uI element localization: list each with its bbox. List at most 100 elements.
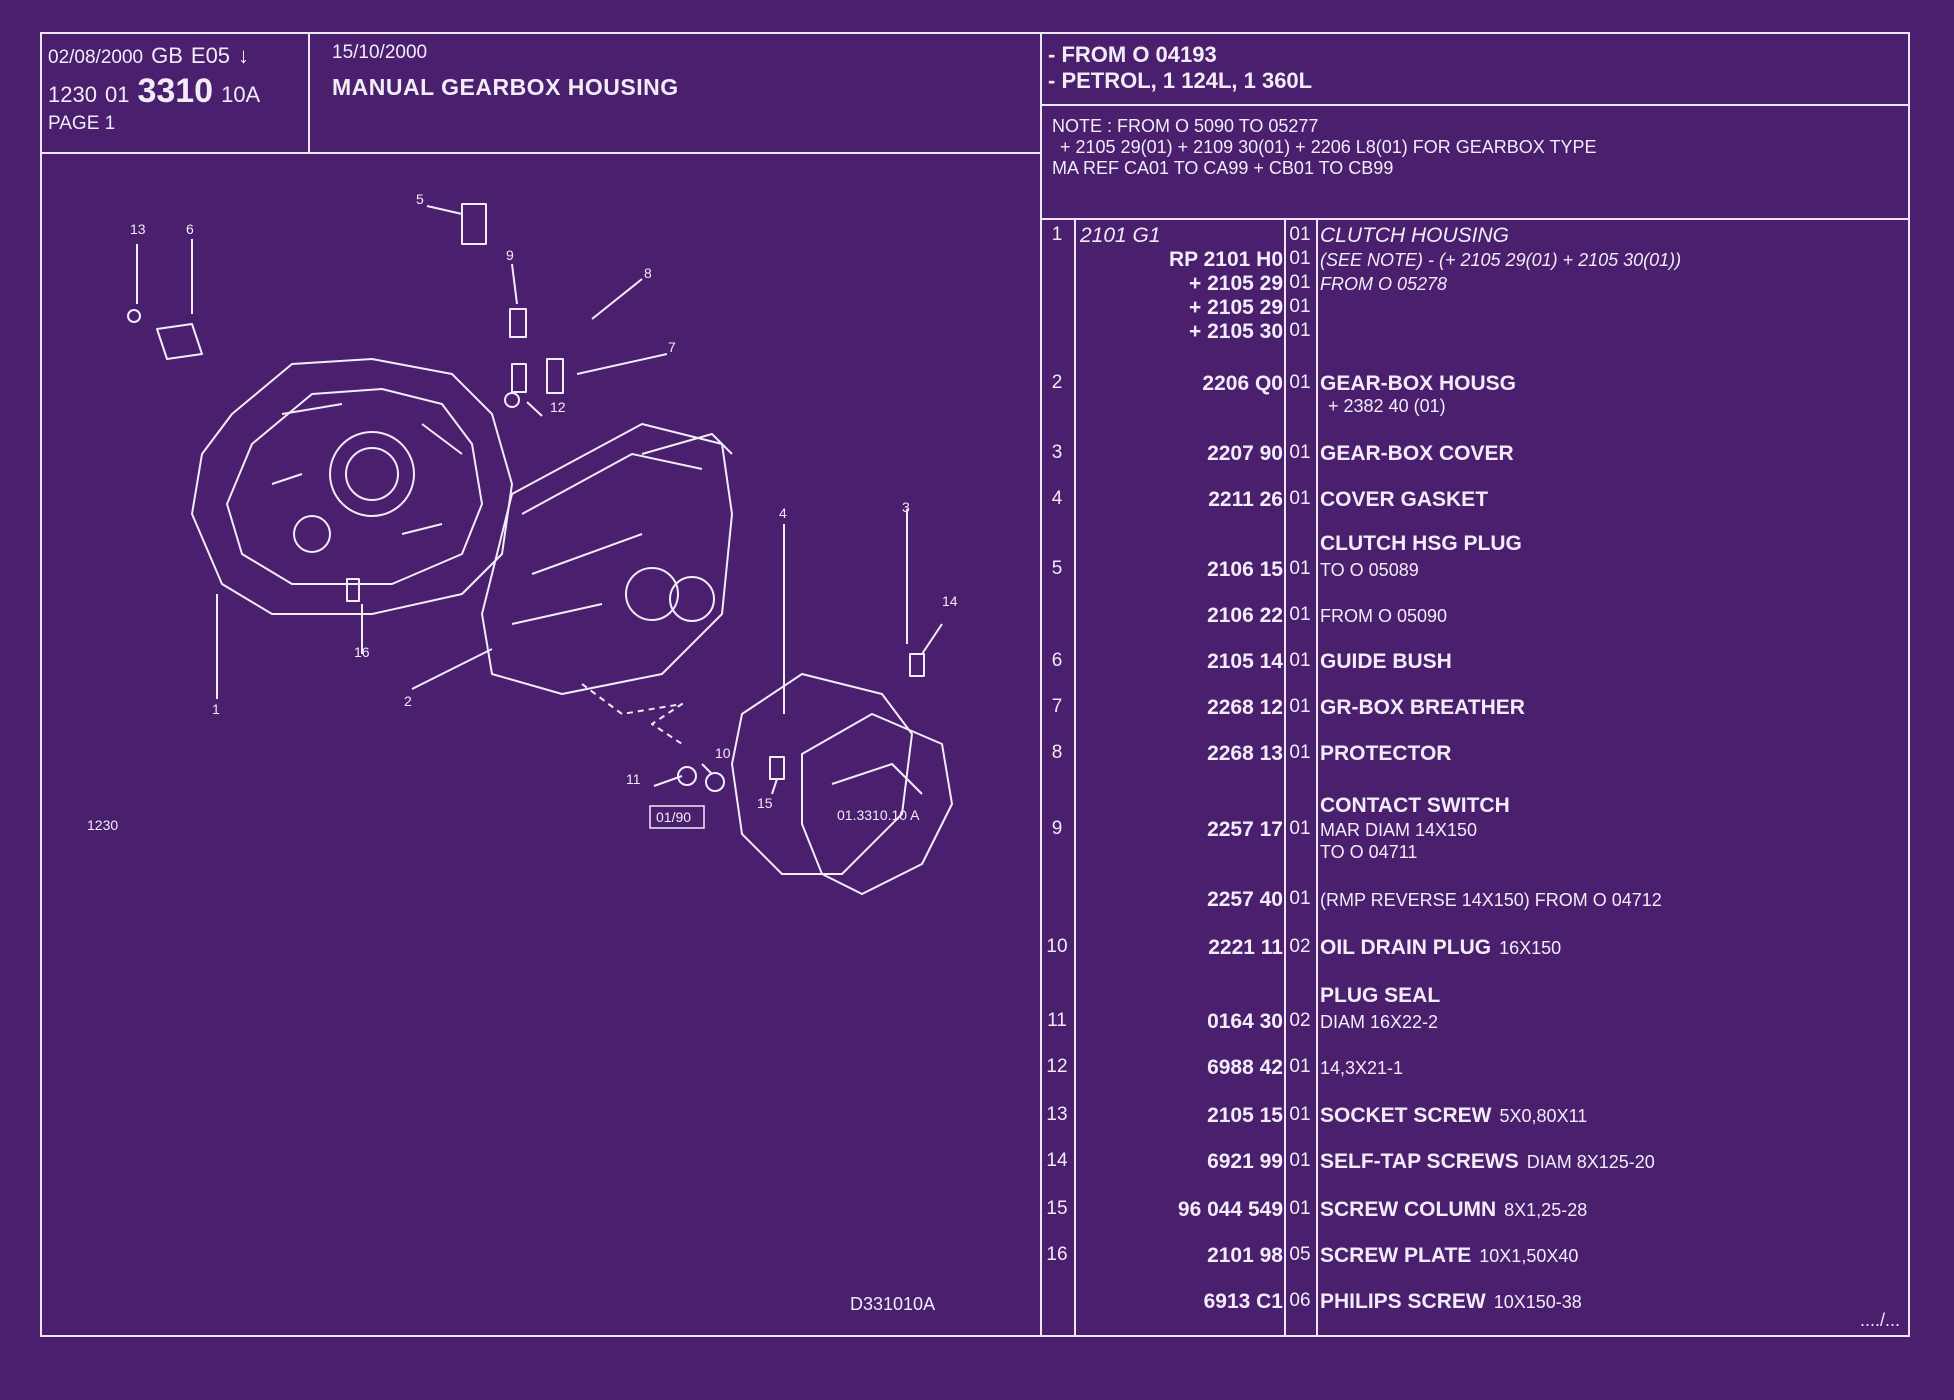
part-detail-2: TO O 04711	[1320, 842, 1418, 862]
quantity: 01	[1289, 604, 1311, 625]
page-number: PAGE 1	[48, 113, 116, 135]
part-name: GEAR-BOX COVER	[1320, 442, 1514, 465]
header-title-block: 15/10/2000 MANUAL GEARBOX HOUSING	[310, 34, 1040, 152]
callout-3: 3	[902, 499, 910, 515]
part-description: CLUTCH HSG PLUG	[1320, 532, 1522, 556]
part-reference: 2101 G1	[1080, 224, 1161, 247]
quantity: 01	[1289, 888, 1311, 909]
callout-1: 1	[212, 701, 220, 717]
part-name: GR-BOX BREATHER	[1320, 696, 1525, 719]
item-number: 1	[1051, 224, 1063, 245]
revision-date: 15/10/2000	[332, 42, 428, 63]
part-description: TO O 05089	[1320, 558, 1419, 582]
part-detail: 10X150-38	[1493, 1292, 1582, 1312]
part-reference: 2211 26	[1208, 488, 1283, 511]
part-reference: 2268 12	[1207, 696, 1283, 719]
quantity: 01	[1289, 296, 1311, 317]
part-description: GEAR-BOX COVER	[1320, 442, 1514, 466]
applicability-line-1: - FROM O 04193	[1048, 42, 1217, 67]
part-reference: + 2105 29	[1188, 272, 1283, 295]
quantity: 01	[1289, 696, 1311, 717]
callout-6: 6	[186, 221, 194, 237]
part-reference: RP 2101 H0	[1168, 248, 1283, 271]
part-reference: 2106 22	[1207, 604, 1283, 627]
continued-marker: ..../...	[1859, 1310, 1900, 1330]
part-detail: 16X150	[1499, 938, 1562, 958]
item-number: 7	[1051, 696, 1063, 717]
diagram-box-code: 01/90	[656, 809, 691, 825]
callout-15: 15	[757, 795, 773, 811]
callout-9: 9	[506, 247, 514, 263]
quantity: 01	[1289, 272, 1311, 293]
part-reference: 6921 99	[1207, 1150, 1283, 1173]
item-number: 10	[1046, 936, 1068, 957]
quantity: 01	[1289, 1056, 1311, 1077]
quantity: 02	[1289, 1010, 1311, 1031]
part-name: COVER GASKET	[1320, 488, 1489, 511]
quantity: 01	[1289, 1198, 1311, 1219]
part-name: GEAR-BOX HOUSG	[1320, 372, 1517, 395]
item-number: 5	[1051, 558, 1063, 579]
callout-10: 10	[715, 745, 731, 761]
part-description: GEAR-BOX HOUSG+ 2382 40 (01)	[1320, 372, 1516, 417]
vertical-divider	[1040, 34, 1042, 1335]
item-number: 13	[1046, 1104, 1068, 1125]
part-name: SCREW COLUMN	[1320, 1198, 1497, 1221]
callout-14: 14	[942, 593, 958, 609]
part-name: CONTACT SWITCH	[1320, 794, 1510, 817]
part-description: CONTACT SWITCH	[1320, 794, 1510, 818]
part-reference: 2207 90	[1207, 442, 1283, 465]
header-codes: 02/08/2000 GB E05 ↓ 1230 01 3310 10A PAG…	[42, 34, 310, 152]
part-name: PROTECTOR	[1320, 742, 1452, 765]
variant-code: 10A	[221, 81, 261, 107]
part-detail: TO O 05089	[1320, 560, 1419, 580]
part-reference: 2105 14	[1207, 650, 1283, 673]
part-name: SOCKET SCREW	[1320, 1104, 1492, 1127]
part-description: (RMP REVERSE 14X150) FROM O 04712	[1320, 888, 1662, 912]
item-number: 2	[1051, 372, 1063, 393]
quantity: 01	[1289, 1104, 1311, 1125]
item-number: 4	[1051, 488, 1063, 509]
exploded-diagram: 13 6 5 9 8 7 12 1 16 2 4 3 14 11 10 15 1…	[42, 154, 1040, 1334]
part-description: SCREW COLUMN 8X1,25-28	[1320, 1198, 1587, 1222]
part-reference: 6988 42	[1207, 1056, 1283, 1079]
part-name: CLUTCH HOUSING	[1320, 224, 1510, 247]
part-detail: 8X1,25-28	[1504, 1200, 1588, 1220]
part-name: GUIDE BUSH	[1320, 650, 1452, 673]
item-number: 3	[1051, 442, 1063, 463]
part-description: GUIDE BUSH	[1320, 650, 1452, 674]
quantity: 01	[1289, 650, 1311, 671]
quantity: 01	[1289, 224, 1311, 245]
callout-16: 16	[354, 644, 370, 660]
quantity: 01	[1289, 818, 1311, 839]
item-number: 15	[1046, 1198, 1068, 1219]
group-code: 1230	[48, 81, 97, 107]
part-description: COVER GASKET	[1320, 488, 1488, 512]
part-reference: 2206 Q0	[1202, 372, 1283, 395]
part-detail: (RMP REVERSE 14X150) FROM O 04712	[1320, 890, 1662, 910]
quantity: 06	[1289, 1290, 1311, 1311]
callout-12: 12	[550, 399, 566, 415]
part-description: FROM O 05278	[1320, 272, 1447, 296]
part-reference: + 2105 29	[1188, 296, 1283, 319]
part-description: 14,3X21-1	[1320, 1056, 1403, 1080]
note-line-3: MA REF CA01 TO CA99 + CB01 TO CB99	[1052, 158, 1394, 179]
part-reference: 2268 13	[1207, 742, 1283, 765]
part-description: PROTECTOR	[1320, 742, 1451, 766]
part-detail: (SEE NOTE) - (+ 2105 29(01) + 2105 30(01…	[1320, 250, 1682, 270]
part-description: CLUTCH HOUSING	[1320, 224, 1509, 248]
quantity: 01	[1289, 488, 1311, 509]
item-number: 6	[1051, 650, 1063, 671]
quantity: 01	[1289, 372, 1311, 393]
quantity: 02	[1289, 936, 1311, 957]
part-reference: 96 044 549	[1177, 1198, 1283, 1221]
part-detail: DIAM 16X22-2	[1320, 1012, 1439, 1032]
applicability: - FROM O 04193 - PETROL, 1 124L, 1 360L	[1042, 34, 1908, 106]
quantity: 01	[1289, 442, 1311, 463]
